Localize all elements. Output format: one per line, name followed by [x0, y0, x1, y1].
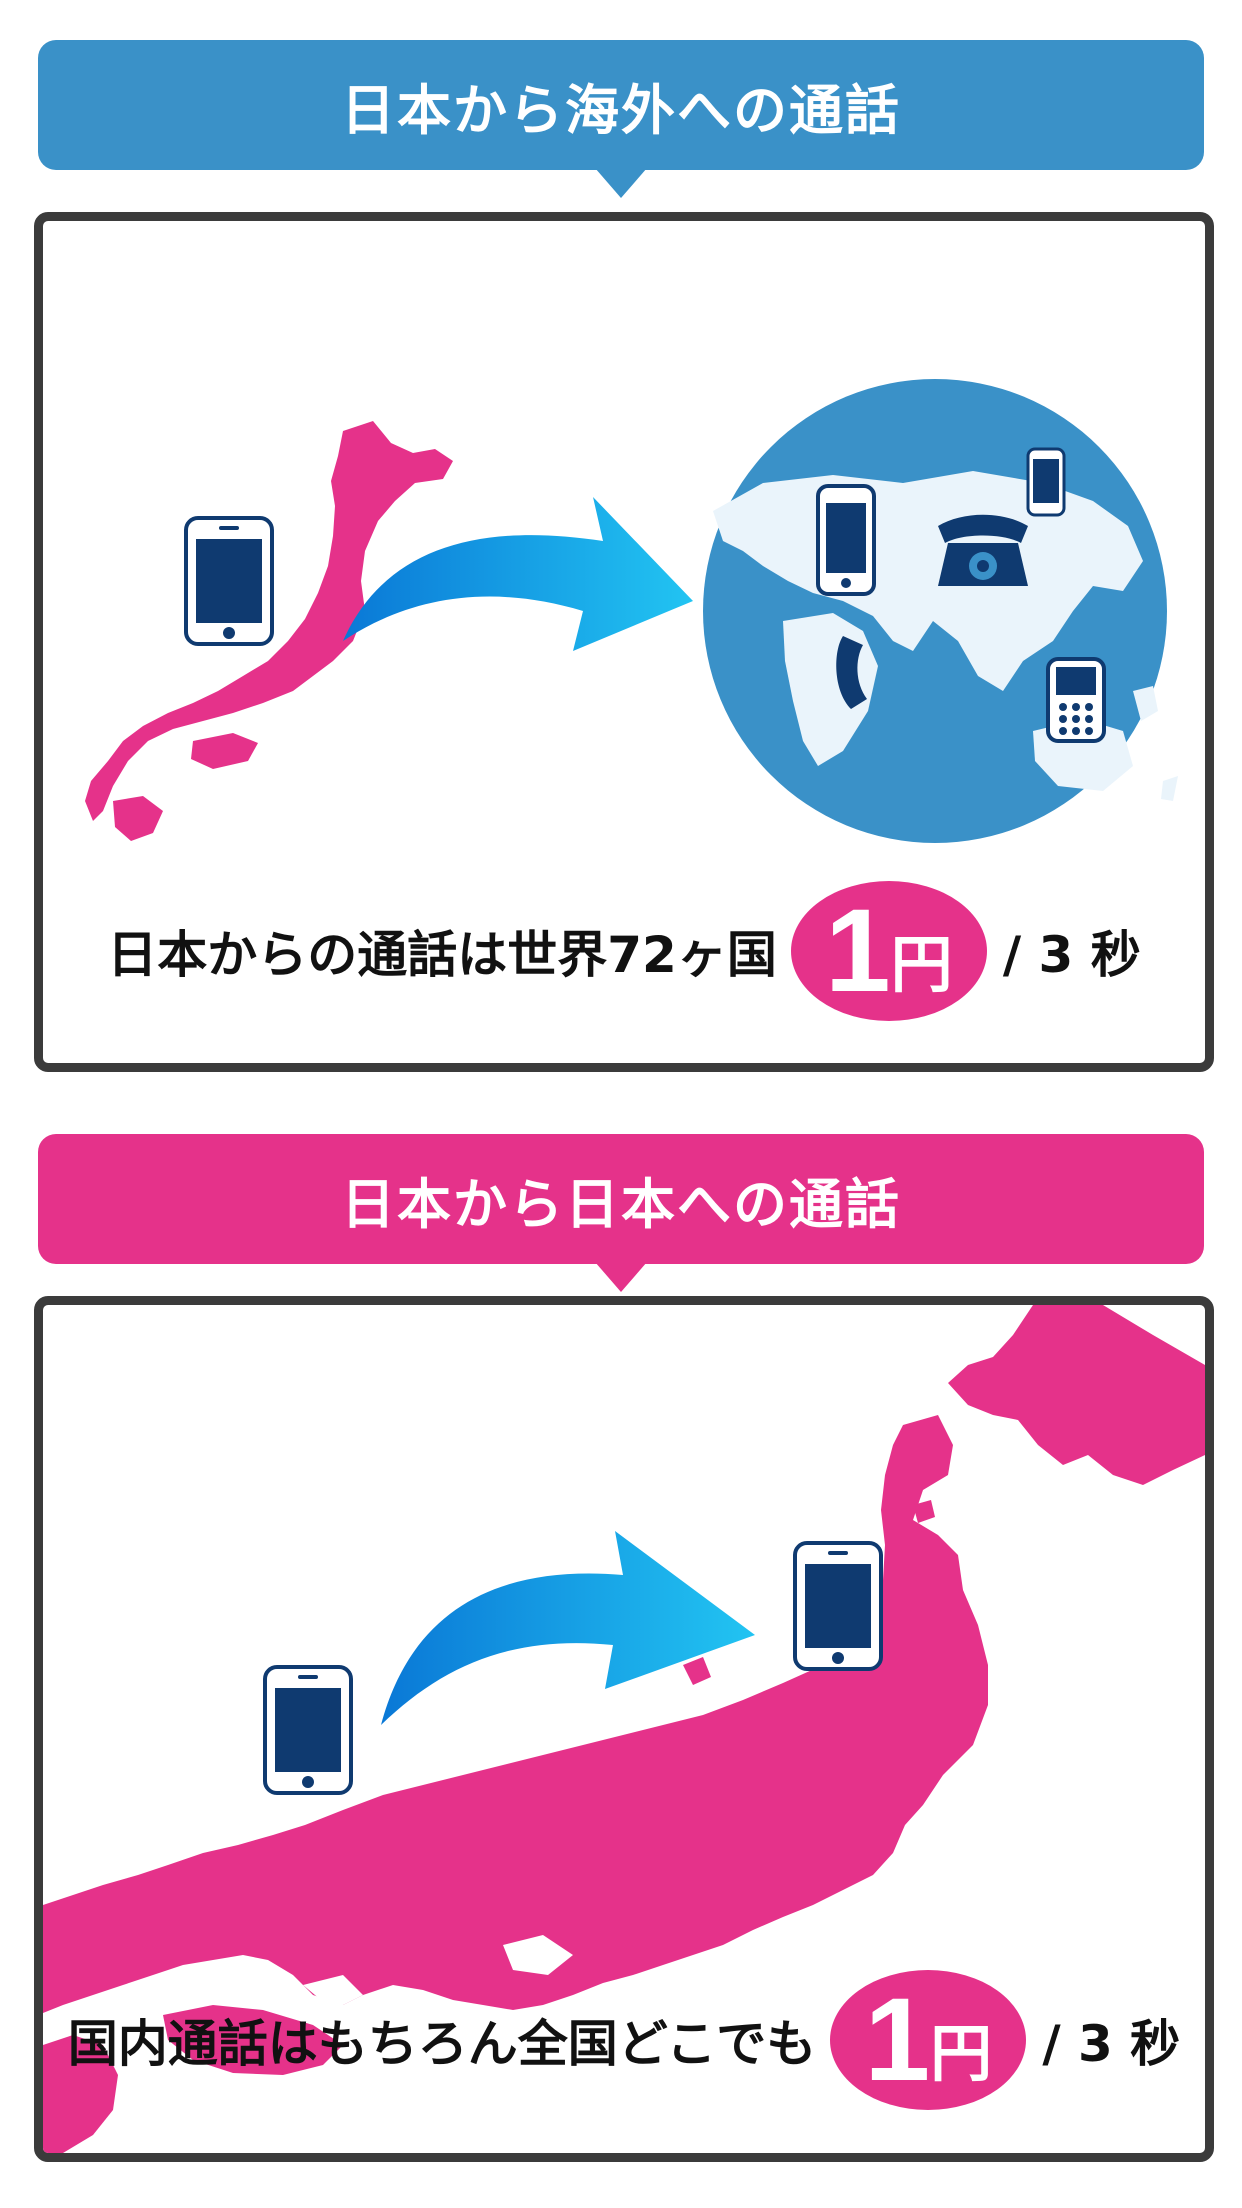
price-unit: 円	[930, 2017, 993, 2090]
domestic-caption-text: 国内通話はもちろん全国どこでも	[67, 2015, 817, 2073]
domestic-call-illustration	[43, 1305, 1205, 2153]
price-number: 1	[825, 885, 891, 1017]
domestic-call-caption: 国内通話はもちろん全国どこでも 1 円 / 3 秒	[43, 1965, 1205, 2115]
japan-map-small	[85, 421, 453, 841]
per-seconds: / 3 秒	[1042, 2015, 1181, 2073]
price-unit: 円	[890, 928, 953, 1001]
smartphone-icon	[184, 516, 274, 646]
per-seconds: / 3 秒	[1002, 926, 1141, 984]
price-badge: 1 円	[830, 1970, 1027, 2110]
overseas-call-panel: 日本からの通話は世界72ヶ国 1 円 / 3 秒	[34, 212, 1214, 1072]
japan-map-large	[43, 1305, 1205, 2153]
overseas-caption-text: 日本からの通話は世界72ヶ国	[107, 926, 777, 984]
smartphone-icon	[263, 1665, 353, 1795]
price-badge: 1 円	[790, 881, 987, 1021]
domestic-call-panel: 国内通話はもちろん全国どこでも 1 円 / 3 秒	[34, 1296, 1214, 2162]
overseas-call-header: 日本から海外への通話	[38, 40, 1204, 170]
arrow-icon	[381, 1531, 755, 1725]
overseas-call-illustration	[85, 379, 1178, 843]
globe-icon	[703, 379, 1178, 843]
price-number: 1	[864, 1974, 931, 2106]
arrow-icon	[343, 497, 693, 651]
domestic-call-header: 日本から日本への通話	[38, 1134, 1204, 1264]
overseas-call-header-text: 日本から海外への通話	[341, 78, 901, 142]
overseas-call-caption: 日本からの通話は世界72ヶ国 1 円 / 3 秒	[43, 881, 1205, 1021]
smartphone-icon	[793, 1541, 883, 1671]
domestic-call-header-text: 日本から日本への通話	[341, 1172, 901, 1236]
